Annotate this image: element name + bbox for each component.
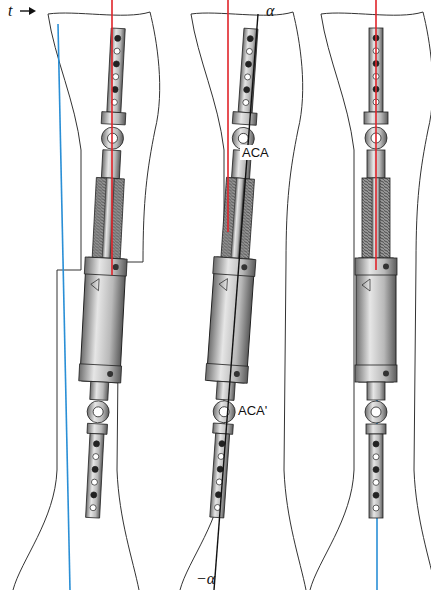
joint-label: ACA' — [236, 403, 269, 418]
fragment-axis — [375, 0, 377, 270]
angle-axis — [214, 14, 258, 590]
bone-axis — [58, 24, 70, 590]
fragment-axis — [227, 0, 229, 232]
tibia-outline — [310, 12, 431, 590]
external-fixator — [72, 27, 140, 519]
external-fixator — [196, 27, 272, 519]
tibia-outline — [13, 12, 160, 590]
translation-label: t — [6, 2, 14, 20]
fragment-axis — [111, 0, 113, 275]
angle-label: α — [264, 2, 276, 20]
translation-arrow — [29, 7, 36, 15]
tibia-outline — [180, 12, 306, 590]
joint-label: ACA — [240, 145, 271, 160]
angle-label: −α — [194, 570, 217, 588]
